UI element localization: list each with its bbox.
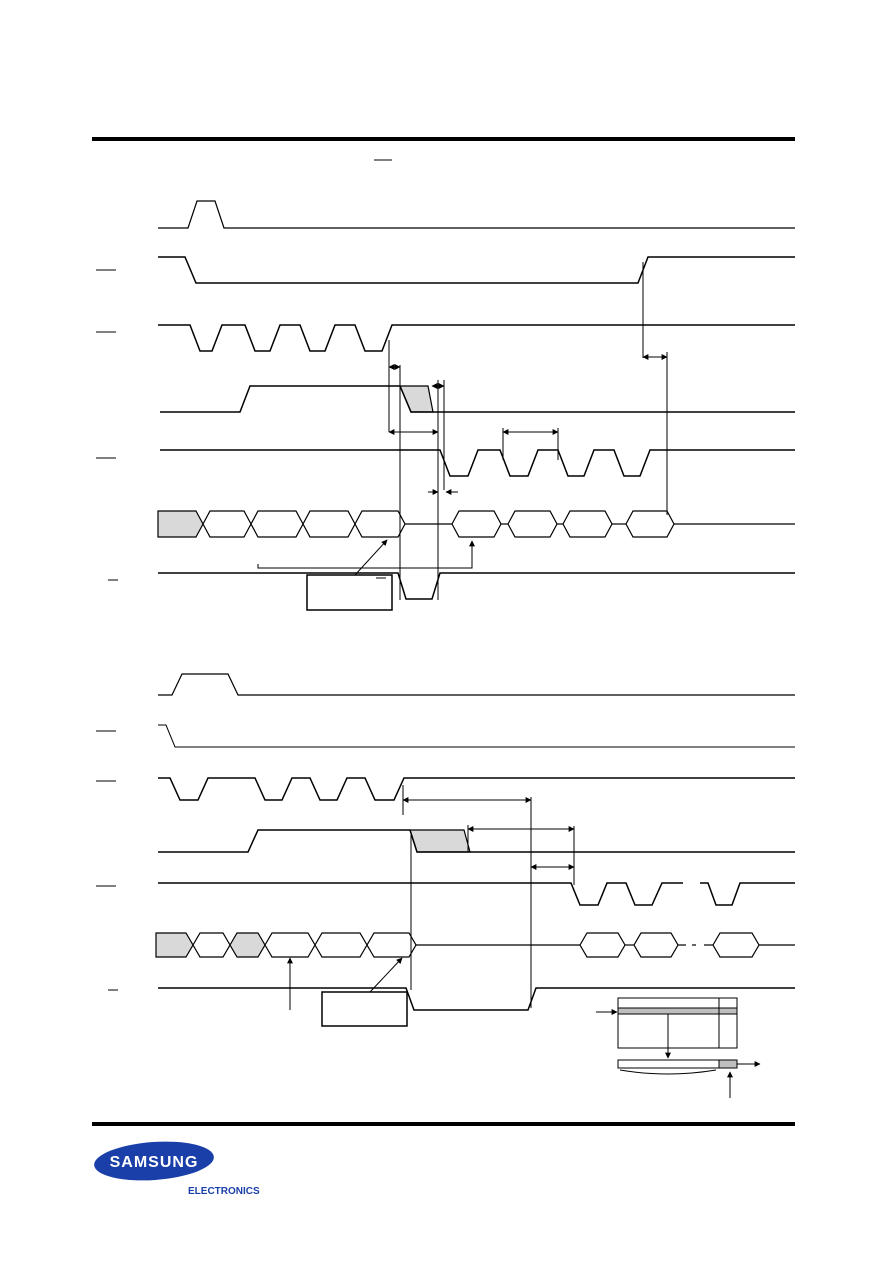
waveform-4-tail [409,829,795,853]
diagram-1 [96,200,795,611]
bus-cell [202,510,252,538]
waveform-5-cont [700,882,795,906]
waveform-4-tail [399,385,795,413]
bottom-rule [92,1122,795,1126]
bus-cell [451,510,502,538]
bus-cell [579,932,626,958]
bus-cell [562,510,613,538]
bus-cell [366,932,417,958]
inset-brace [619,1069,717,1075]
bus-shade [229,932,266,958]
transition-shade [409,829,471,853]
logo-ellipse [94,1141,214,1181]
bus-cell [712,932,760,958]
diagram-2 [96,673,795,1098]
waveform-3 [158,324,795,352]
waveform-6 [158,572,795,600]
logo-wordmark: SAMSUNG [110,1154,199,1171]
bus-cell [507,510,558,538]
note-box [321,991,408,1027]
waveform-1 [158,673,795,696]
waveform-2 [158,724,795,748]
top-rule [92,137,795,141]
inset-table [617,997,738,1049]
bus-cell [314,932,368,958]
waveform-2 [158,256,795,284]
bus-cell [354,510,406,538]
note-box [306,574,393,611]
bus-shade [155,932,194,958]
data-bus-2 [155,932,795,958]
bus-cell [302,510,356,538]
bus-cell [192,932,231,958]
waveform-5 [158,882,683,906]
inset-register-shaded [718,1059,738,1069]
leader-line [257,540,475,569]
waveform-1 [158,200,795,229]
leader-arrow [369,957,403,993]
samsung-logo: SAMSUNG ELECTRONICS [94,1141,260,1197]
bus-cell [250,510,304,538]
bus-cell [633,932,679,958]
waveform-5 [160,449,795,477]
waveform-3 [158,777,795,801]
waveform-4 [158,829,410,853]
waveform-6 [158,987,795,1011]
bus-cell [264,932,316,958]
data-bus-1 [157,510,795,538]
inset-diagram [596,997,761,1098]
inset-table-shaded-row [617,1007,738,1015]
logo-division: ELECTRONICS [188,1186,260,1197]
bus-shade [157,510,204,538]
waveform-4 [160,385,400,413]
leader-arrow [354,539,388,576]
